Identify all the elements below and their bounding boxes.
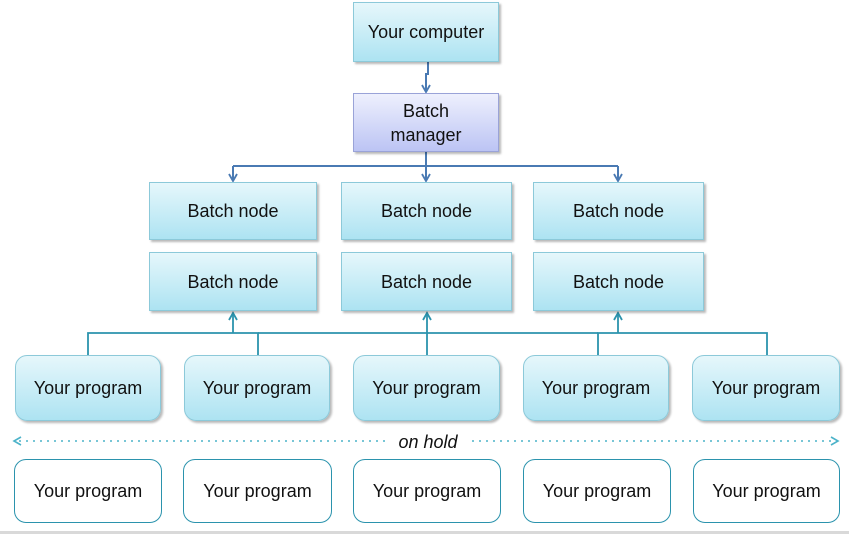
- on-hold-label: on hold: [388, 431, 468, 453]
- held-program-box: Your program: [353, 459, 501, 523]
- your-computer-box: Your computer: [353, 2, 499, 62]
- program-label: Your program: [203, 481, 312, 501]
- batch-manager-box: Batch manager: [353, 93, 499, 152]
- program-label: Your program: [202, 378, 312, 398]
- feed-bus-right: [597, 332, 768, 355]
- program-label: Your program: [711, 378, 821, 398]
- your-computer-label: Your computer: [367, 22, 485, 42]
- held-program-box: Your program: [523, 459, 671, 523]
- batch-node-box: Batch node: [149, 252, 317, 311]
- program-label: Your program: [541, 378, 651, 398]
- program-label: Your program: [542, 481, 652, 501]
- batch-node-label: Batch node: [572, 201, 665, 221]
- bottom-divider: [0, 531, 849, 534]
- program-label: Your program: [712, 481, 821, 501]
- running-program-box: Your program: [523, 355, 669, 421]
- batch-node-label: Batch node: [187, 201, 279, 221]
- program-label: Your program: [372, 481, 482, 501]
- batch-node-box: Batch node: [149, 182, 317, 240]
- held-program-box: Your program: [14, 459, 162, 523]
- batch-node-box: Batch node: [341, 182, 512, 240]
- feed-bus-left: [87, 332, 259, 355]
- program-label: Your program: [33, 481, 143, 501]
- batch-node-box: Batch node: [533, 182, 704, 240]
- batch-node-label: Batch node: [380, 201, 473, 221]
- arrow-computer-to-manager: [421, 62, 431, 94]
- held-program-box: Your program: [693, 459, 840, 523]
- program-label: Your program: [372, 378, 481, 398]
- running-program-box: Your program: [184, 355, 330, 421]
- batch-manager-label: Batch manager: [390, 100, 462, 145]
- program-label: Your program: [33, 378, 143, 398]
- batch-node-label: Batch node: [187, 271, 279, 292]
- batch-node-label: Batch node: [380, 271, 473, 292]
- running-program-box: Your program: [692, 355, 840, 421]
- batch-node-label: Batch node: [572, 271, 665, 292]
- held-program-box: Your program: [183, 459, 332, 523]
- running-program-box: Your program: [353, 355, 500, 421]
- batch-node-box: Batch node: [533, 252, 704, 311]
- running-program-box: Your program: [15, 355, 161, 421]
- batch-node-box: Batch node: [341, 252, 512, 311]
